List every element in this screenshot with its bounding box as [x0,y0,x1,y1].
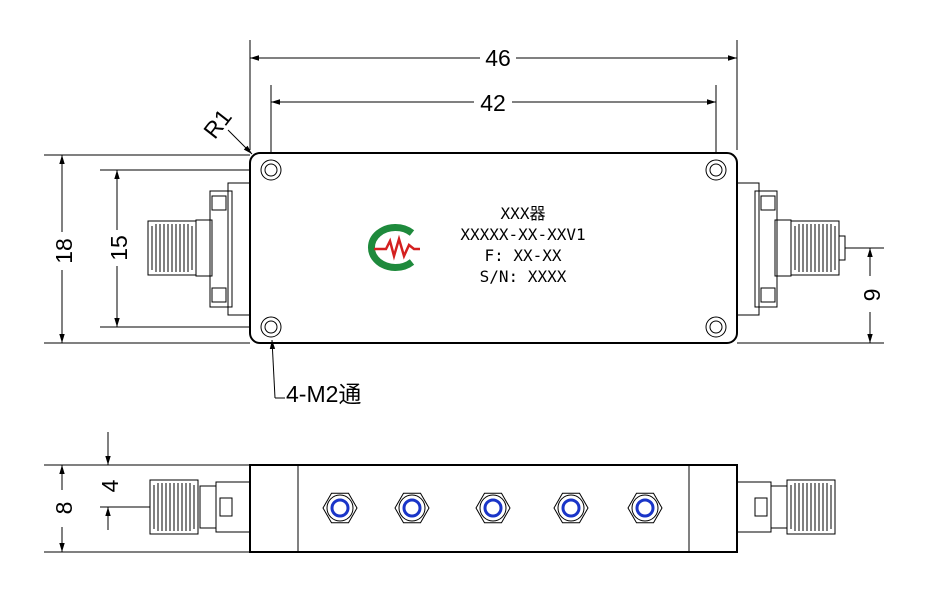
dim-hole-spacing-width: 15 [106,235,132,261]
housing-top-view [249,152,738,344]
mounting-hole-bl [260,316,282,338]
tuning-screw-1 [322,492,358,524]
right-sma-connector-top [736,182,846,316]
left-sma-connector-side [149,479,251,535]
tuning-screw-5 [627,492,663,524]
label-product-name: XXX器 [501,204,546,223]
dim-overall-length: 46 [485,45,511,71]
dim-connector-offset: 9 [859,289,885,302]
dim-mounting-holes: 4-M2通 [286,381,361,407]
tuning-screw-4 [553,492,589,524]
label-model-number: XXXXX-XX-XXV1 [460,225,585,244]
mounting-hole-br [705,316,727,338]
label-frequency: F: XX-XX [484,246,561,265]
left-sma-connector-top [147,182,251,316]
dim-height: 8 [51,502,77,515]
dim-corner-radius: R1 [198,104,237,143]
mounting-hole-tl [260,159,282,181]
label-serial-number: S/N: XXXX [480,267,567,286]
tuning-screw-3 [475,492,511,524]
company-logo [367,224,420,271]
dim-connector-height: 4 [97,479,123,492]
tuning-screw-2 [394,492,430,524]
right-sma-connector-side [736,479,836,535]
dim-overall-width: 18 [51,238,77,264]
dim-hole-spacing-length: 42 [480,90,506,116]
mounting-hole-tr [705,159,727,181]
